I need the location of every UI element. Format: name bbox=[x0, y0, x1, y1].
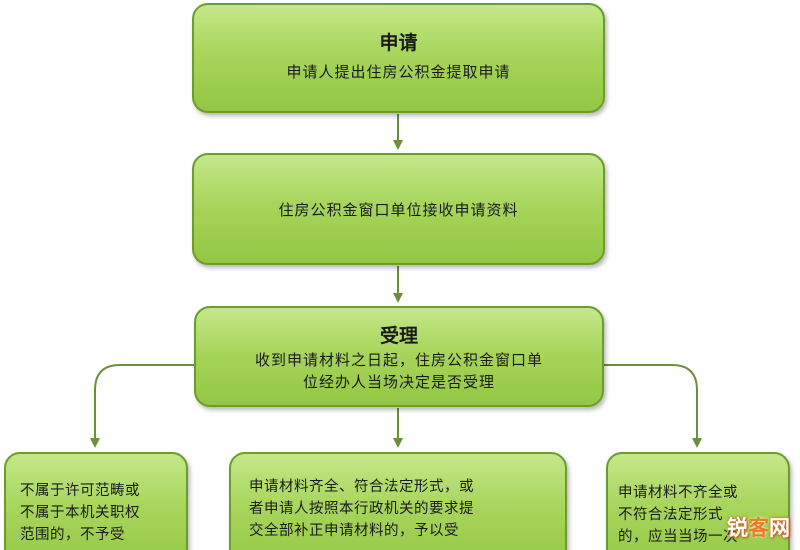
node-accept-title: 受理 bbox=[379, 325, 418, 347]
node-center-line-3: 交全部补正申请材料的，予以受 bbox=[249, 523, 459, 539]
node-left-line-3: 范围的，不予受 bbox=[20, 527, 125, 543]
node-accept-line-1: 收到申请材料之日起，住房公积金窗口单 bbox=[254, 351, 543, 369]
node-right: 申请材料不齐全或 不符合法定形式 的，应当当场一次 bbox=[606, 452, 790, 550]
node-right-line-1: 申请材料不齐全或 bbox=[618, 485, 738, 501]
node-receive-text: 住房公积金窗口单位接收申请资料 bbox=[278, 201, 519, 219]
node-apply-text: 申请人提出住房公积金提取申请 bbox=[286, 63, 511, 81]
watermark-part-3: 网 bbox=[769, 516, 790, 540]
node-left-line-2: 不属于本机关职权 bbox=[20, 505, 140, 521]
node-accept: 受理 收到申请材料之日起，住房公积金窗口单 位经办人当场决定是否受理 bbox=[194, 306, 604, 407]
node-center: 申请材料齐全、符合法定形式，或 者申请人按照本行政机关的要求提 交全部补正申请材… bbox=[229, 452, 567, 550]
watermark-part-1: 锐 bbox=[727, 516, 748, 540]
node-center-line-1: 申请材料齐全、符合法定形式，或 bbox=[249, 479, 474, 495]
node-right-line-3: 的，应当当场一次 bbox=[618, 529, 738, 545]
arrow-accept-to-right bbox=[604, 364, 702, 448]
watermark-part-2: 客 bbox=[748, 516, 769, 540]
arrow-accept-to-left bbox=[90, 364, 194, 448]
node-apply-title: 申请 bbox=[379, 32, 418, 54]
node-receive: 住房公积金窗口单位接收申请资料 bbox=[192, 153, 605, 265]
node-left: 不属于许可范畴或 不属于本机关职权 范围的，不予受 bbox=[4, 452, 188, 550]
node-left-line-1: 不属于许可范畴或 bbox=[20, 483, 140, 499]
node-apply: 申请 申请人提出住房公积金提取申请 bbox=[192, 3, 605, 113]
node-center-line-2: 者申请人按照本行政机关的要求提 bbox=[249, 501, 474, 517]
node-right-line-2: 不符合法定形式 bbox=[618, 507, 723, 523]
node-accept-line-2: 位经办人当场决定是否受理 bbox=[302, 373, 495, 391]
watermark-logo: 锐客网 bbox=[727, 512, 790, 542]
